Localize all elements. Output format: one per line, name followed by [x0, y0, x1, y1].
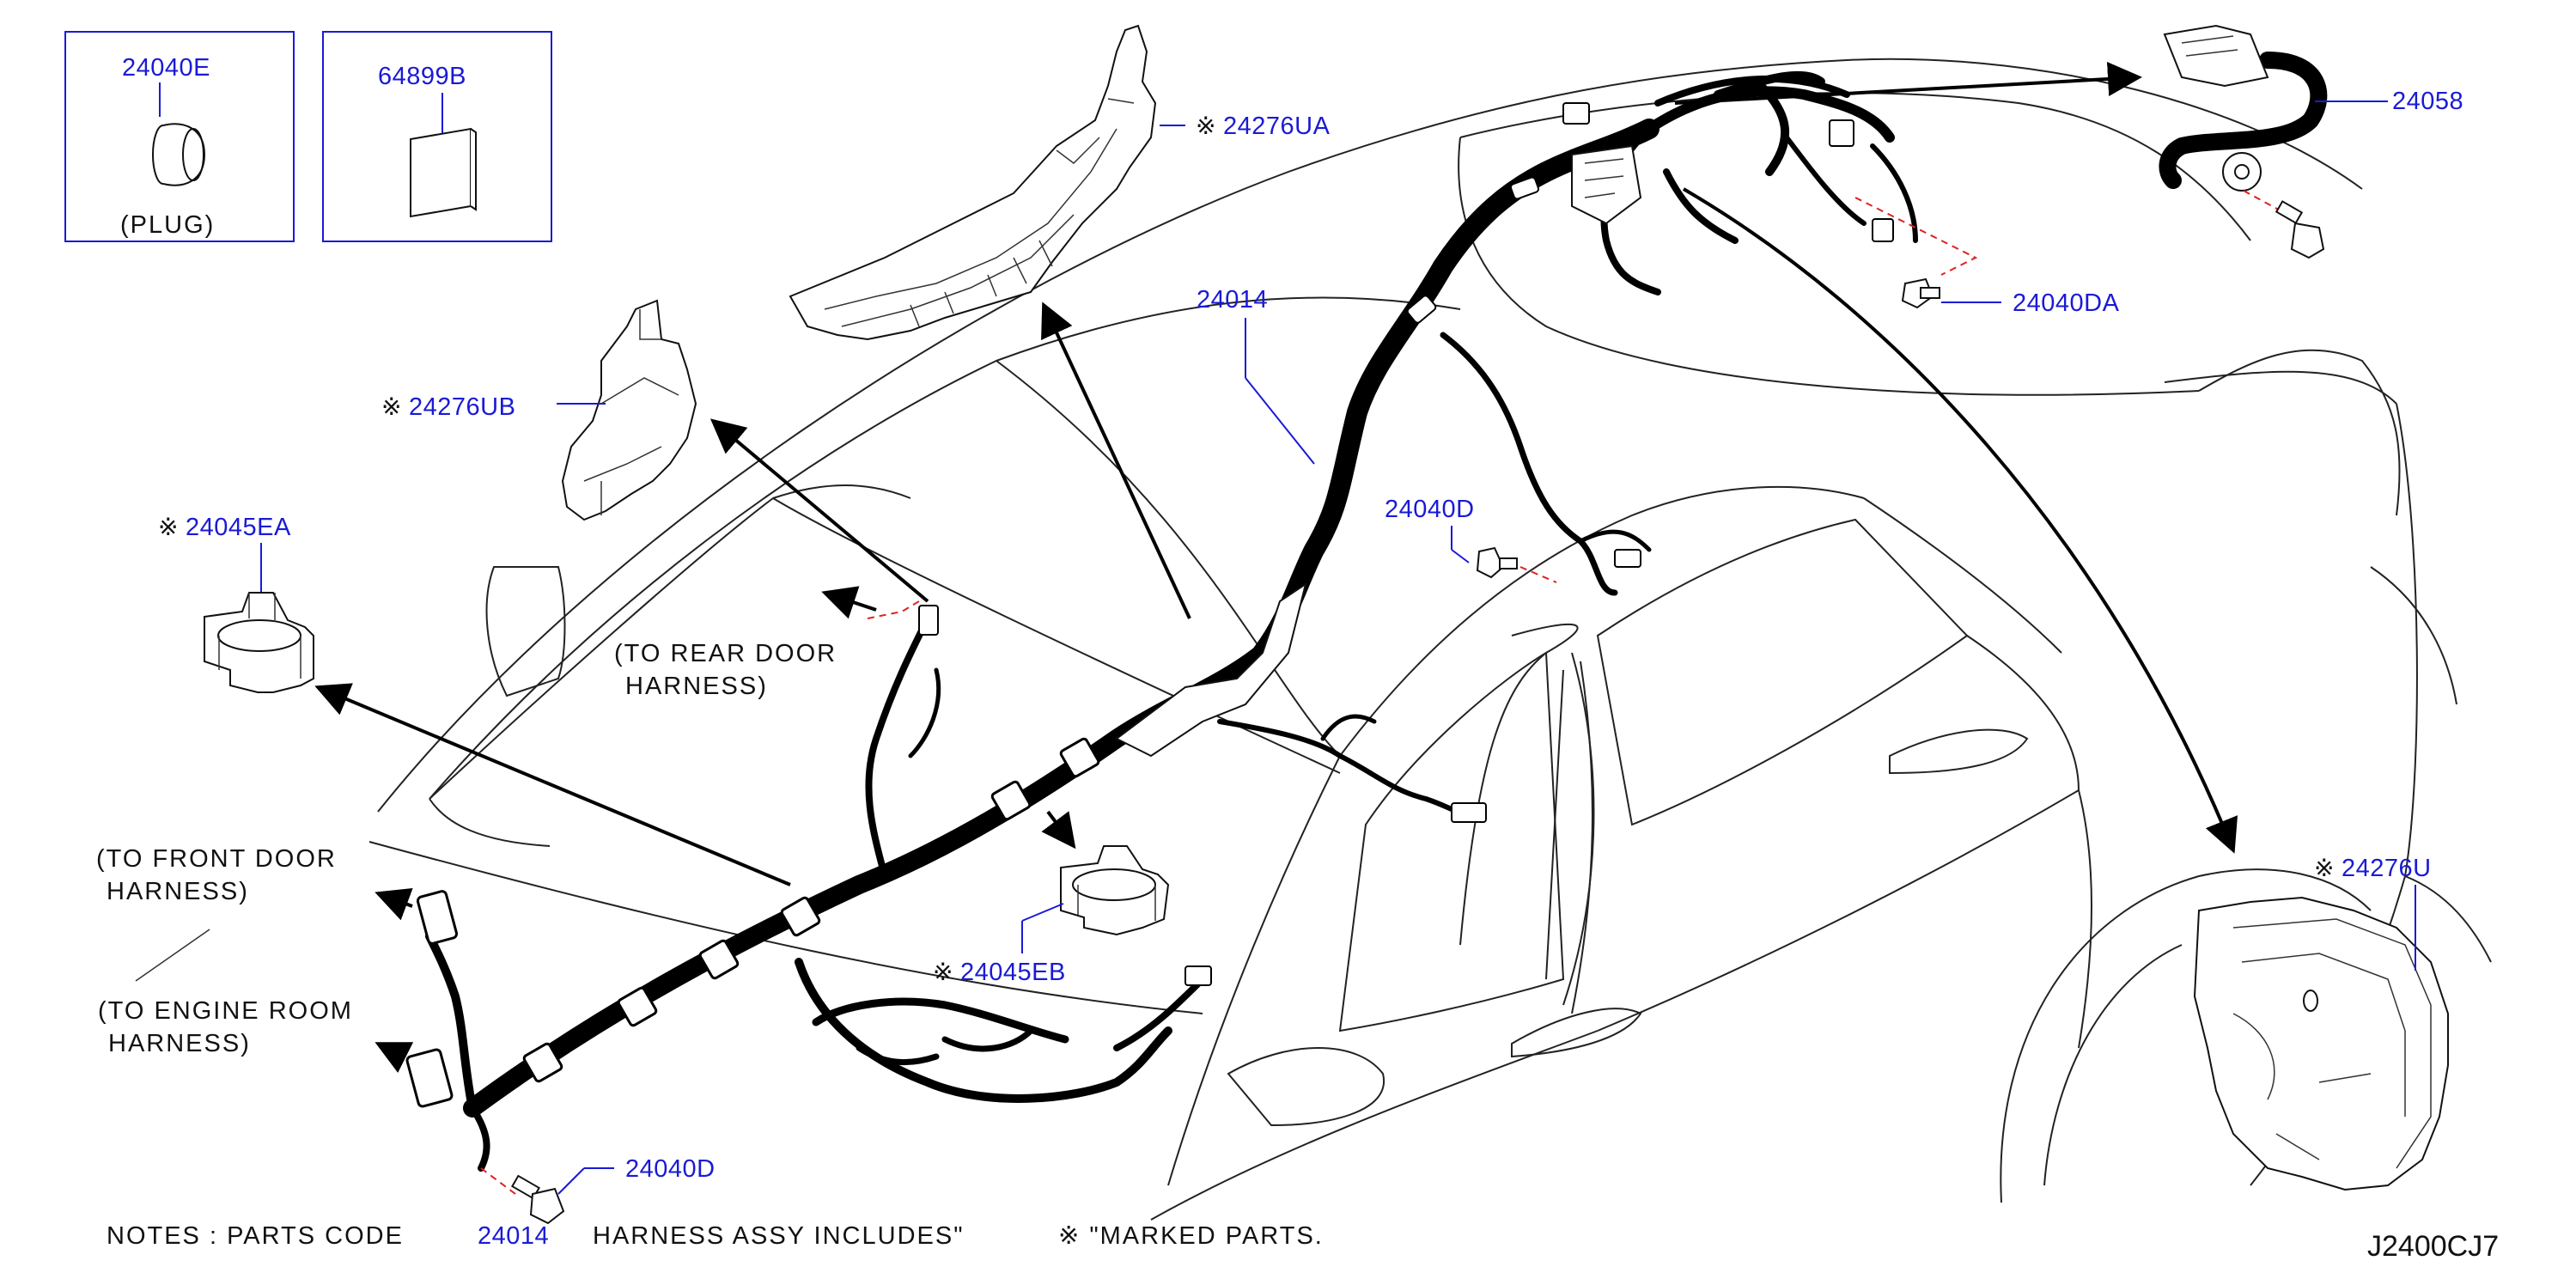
notes-suffix: HARNESS ASSY INCLUDES" [593, 1222, 965, 1250]
arrow-to-24276U [1682, 187, 2238, 854]
engine-room-label-line1: (TO ENGINE ROOM [98, 997, 353, 1025]
leader-line [1021, 903, 1064, 922]
marked-symbol: ※ [381, 393, 401, 420]
arrow-to-front-door [375, 887, 413, 921]
clip-24040DA-icon [1901, 277, 1940, 309]
leader-line [1245, 377, 1315, 465]
pad-icon [410, 127, 477, 218]
clip-24040D-lower-icon [511, 1174, 565, 1225]
pointer-line [480, 1167, 516, 1195]
part-number-24276UB[interactable]: 24276UB [409, 393, 515, 421]
inset-frame [322, 31, 552, 242]
part-number-64899B[interactable]: 64899B [378, 63, 466, 90]
part-number-24040E[interactable]: 24040E [122, 54, 210, 82]
rear-door-label-line2: HARNESS) [625, 673, 768, 700]
clip-24040D-upper-icon [1476, 546, 1518, 579]
rear-door-label-line1: (TO REAR DOOR [614, 640, 837, 667]
arrow-to-24045EB [1041, 810, 1076, 850]
harness-clamps [522, 176, 1540, 1083]
part-number-24045EA[interactable]: 24045EA [186, 514, 291, 541]
plug-label: (PLUG) [120, 211, 215, 239]
protector-24276UA-icon [789, 24, 1157, 341]
harness-connectors [405, 102, 1894, 1108]
marked-symbol: ※ [2314, 855, 2334, 881]
part-number-24014[interactable]: 24014 [1197, 286, 1268, 314]
clamp-24045EA-icon [204, 592, 314, 693]
notes-part-code[interactable]: 24014 [478, 1222, 549, 1250]
protector-24276U-icon [2193, 896, 2449, 1191]
part-number-24040DA[interactable]: 24040DA [2013, 289, 2120, 317]
marked-symbol: ※ [158, 514, 178, 540]
arrow-to-24276UA [1041, 301, 1191, 619]
part-number-24276UA[interactable]: 24276UA [1223, 113, 1331, 140]
pointer-line [1519, 566, 1557, 583]
part-number-24040D-upper[interactable]: 24040D [1385, 496, 1475, 523]
part-number-24276U[interactable]: 24276U [2342, 855, 2432, 882]
arrow-to-24045EA [314, 683, 791, 886]
leader-line [1451, 549, 1470, 563]
main-harness-24014 [405, 70, 1918, 1172]
front-door-label-line1: (TO FRONT DOOR [96, 845, 337, 873]
leader-line [557, 1167, 585, 1195]
plug-inset-box: 24040E (PLUG) [64, 31, 295, 242]
plug-icon [152, 123, 206, 186]
direction-arrows [314, 62, 2238, 1073]
inset-frame [64, 31, 295, 242]
protector-24276UB-icon [561, 299, 697, 521]
harness-24058-icon [2159, 24, 2328, 192]
car-body-outline [368, 58, 2492, 1221]
diagram-id: J2400CJ7 [2367, 1230, 2499, 1263]
part-number-24058[interactable]: 24058 [2392, 88, 2463, 115]
part-number-24045EB[interactable]: 24045EB [960, 959, 1066, 986]
clamp-24045EB-icon [1060, 845, 1170, 936]
pad-inset-box: 64899B [322, 31, 552, 242]
part-number-24040D-lower[interactable]: 24040D [625, 1155, 716, 1183]
notes-prefix: NOTES : PARTS CODE [107, 1222, 404, 1250]
separator-line [135, 929, 210, 982]
bolt-icon [2275, 200, 2325, 259]
arrow-to-24058 [1674, 62, 2142, 105]
engine-room-label-line2: HARNESS) [108, 1030, 251, 1057]
pointer-line [867, 600, 920, 619]
marked-symbol: ※ [933, 959, 953, 985]
arrow-to-24276UB [709, 418, 929, 603]
notes-marked-parts: ※ "MARKED PARTS. [1058, 1222, 1324, 1250]
arrow-to-engine-room [375, 1042, 414, 1073]
marked-symbol: ※ [1196, 113, 1215, 139]
front-door-label-line2: HARNESS) [107, 878, 249, 905]
arrow-to-rear-door [821, 586, 877, 619]
notes-line: NOTES : PARTS CODE 24014 HARNESS ASSY IN… [107, 1222, 1324, 1250]
pointer-line [1854, 197, 1978, 276]
